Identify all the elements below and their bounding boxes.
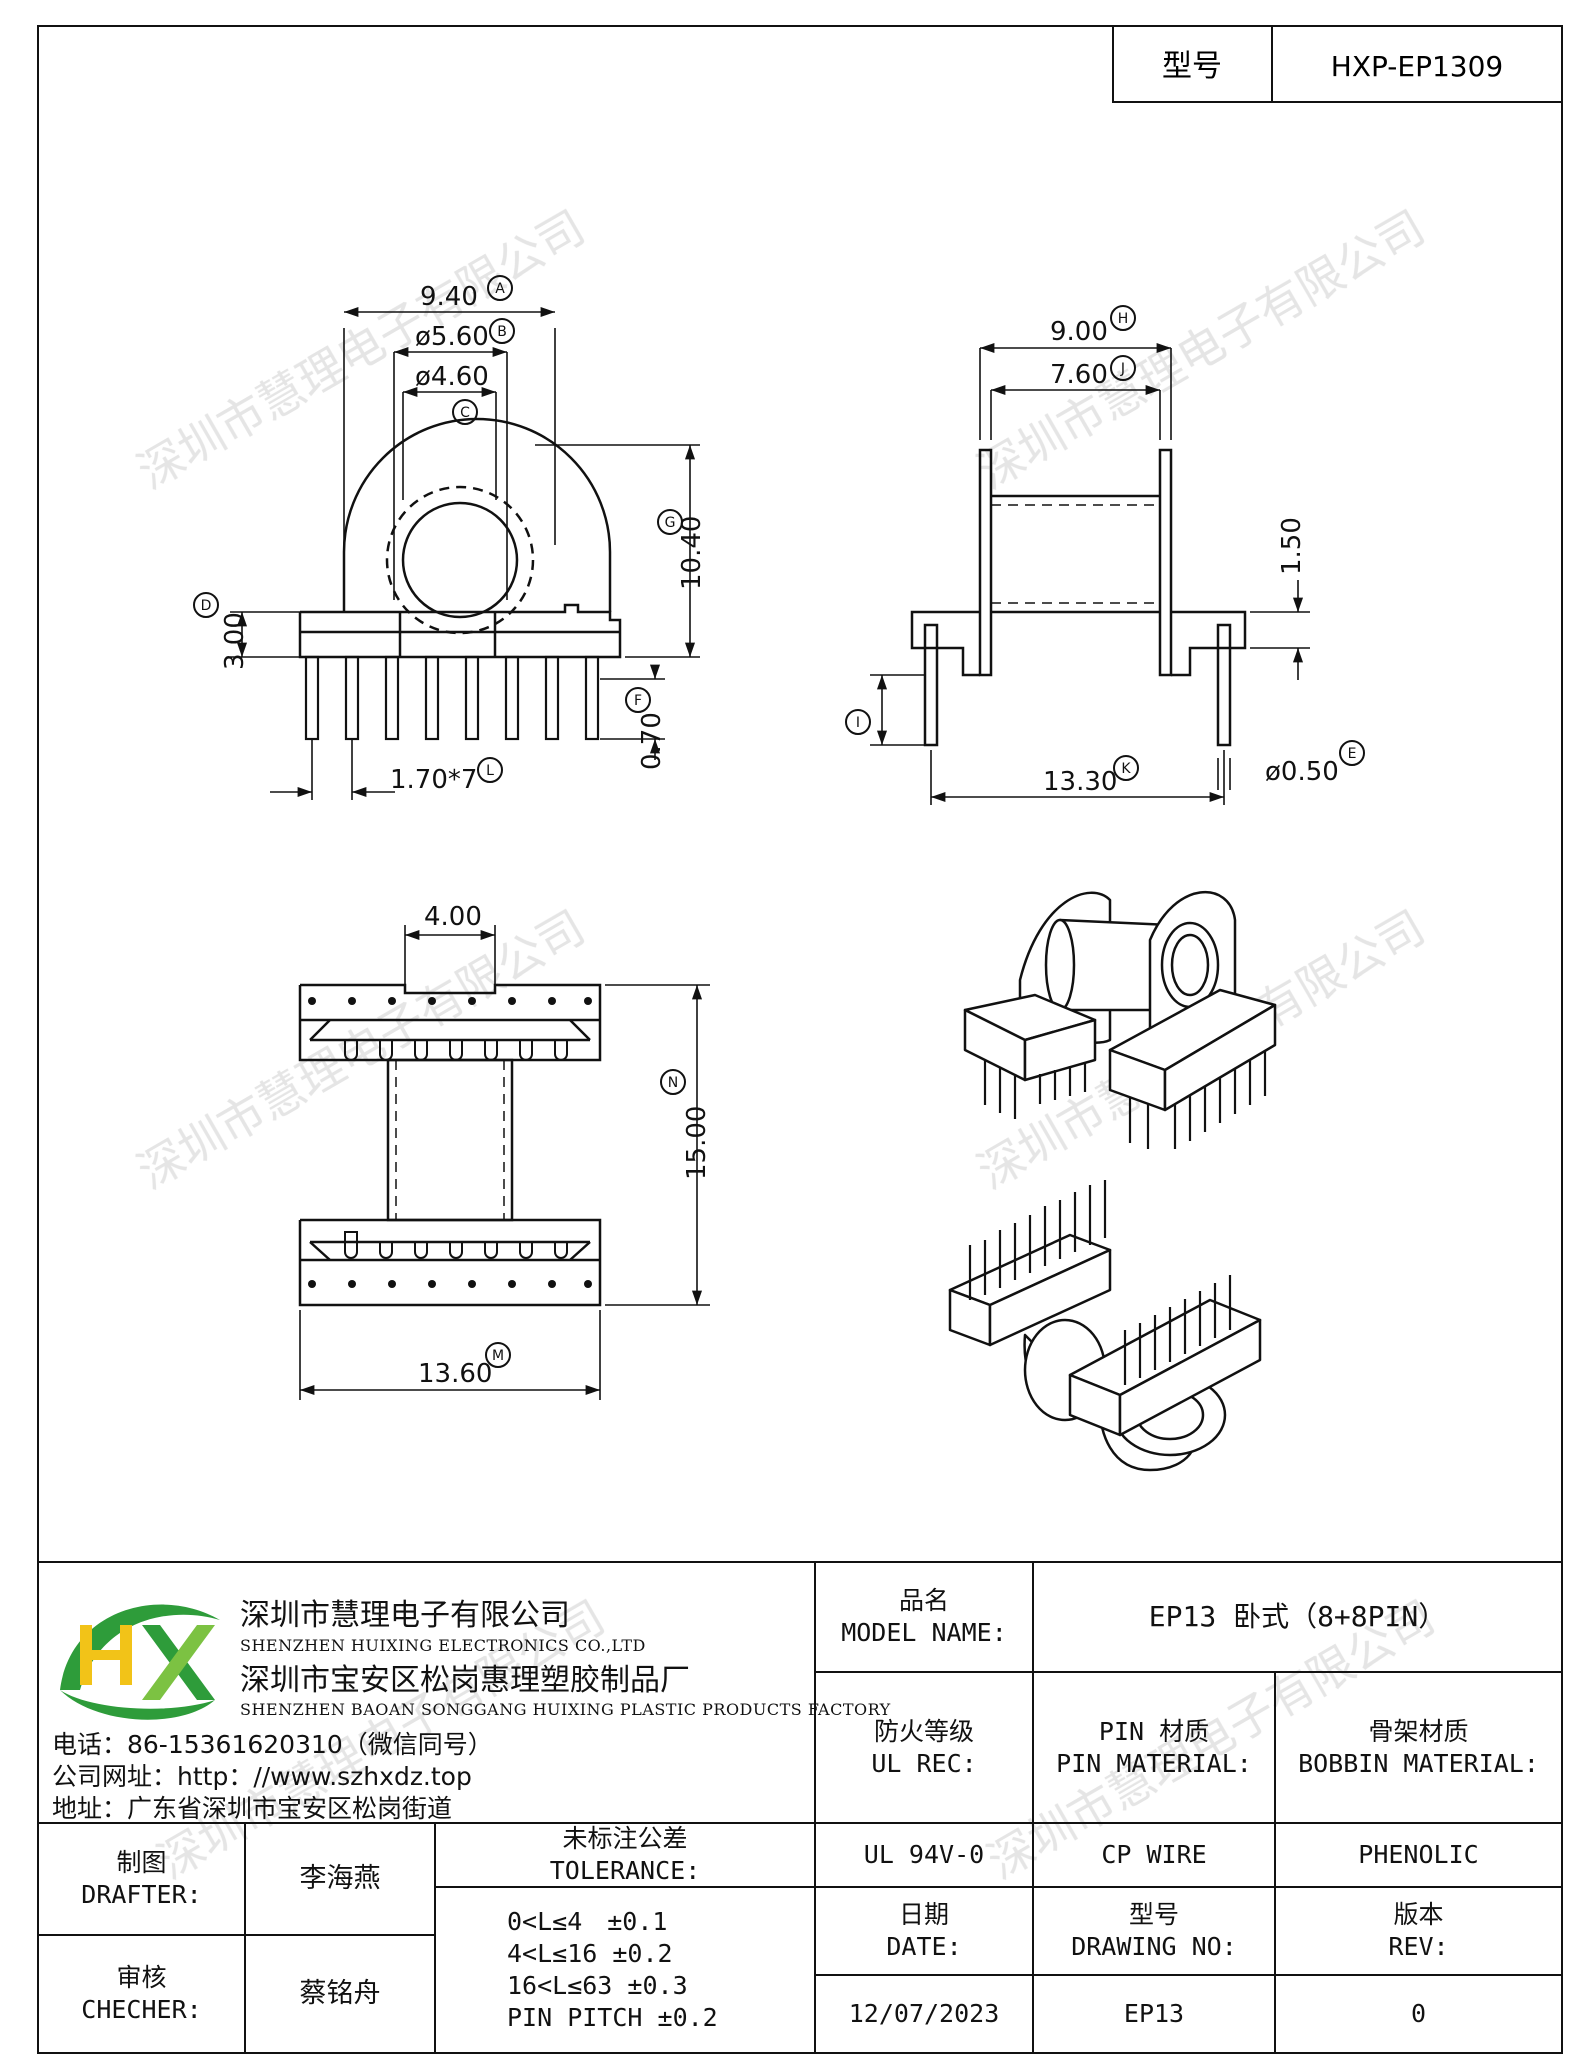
dim-length: 15.00 (682, 1106, 712, 1180)
dim-pin-dia: ø0.50 (1265, 757, 1339, 787)
drafter-name: 李海燕 (299, 1863, 381, 1894)
front-view-marks (193, 275, 683, 783)
front-view-mark-letters: A B C G F D L (201, 281, 676, 779)
dim-height: 10.40 (677, 516, 707, 590)
dim-flange-h: 1.50 (1277, 517, 1307, 575)
header-model-label: 型号 (1162, 49, 1222, 84)
top-view (298, 925, 710, 1400)
svg-text:J: J (1120, 361, 1125, 377)
dim-span: 13.30 (1043, 767, 1117, 797)
front-view-labels: 9.40 ø5.60 ø4.60 3.00 10.40 0.70 1.70*7 (220, 282, 707, 795)
svg-text:F: F (634, 693, 642, 709)
svg-text:C: C (460, 405, 470, 421)
tolerance-line: 0<L≤4 ±0.1 (507, 1907, 668, 1936)
sheet-border (37, 25, 1563, 2054)
svg-text:L: L (486, 763, 494, 779)
dim-pitch: 1.70*7 (390, 765, 477, 795)
company-address: 地址：广东省深圳市宝安区松岗街道 (52, 1794, 453, 1823)
svg-text:N: N (668, 1075, 678, 1091)
svg-text:E: E (1348, 746, 1357, 762)
company-phone: 电话：86-15361620310（微信同号） (52, 1730, 493, 1759)
top-view-mark-letters: N M (492, 1075, 678, 1364)
svg-text:M: M (492, 1348, 504, 1364)
model-name-value: EP13 卧式（8+8PIN） (1148, 1600, 1447, 1633)
svg-text:G: G (665, 515, 676, 531)
side-view (870, 342, 1310, 805)
drawing-no-value: EP13 (1123, 1999, 1185, 2028)
company-logo (60, 1604, 220, 1720)
tolerance-line: 16<L≤63 ±0.3 (507, 1971, 688, 2000)
dim-inner-dia: ø4.60 (415, 362, 489, 392)
top-view-marks (485, 1069, 686, 1368)
watermark-text: 深圳市慧理电子有限公司 (129, 200, 594, 500)
side-view-labels: 9.00 7.60 1.50 13.30 ø0.50 (1043, 317, 1339, 797)
bobbin-material-value: PHENOLIC (1358, 1840, 1479, 1869)
tolerance-line: 4<L≤16 ±0.2 (507, 1939, 673, 1968)
svg-text:B: B (497, 324, 507, 340)
tolerance-table: 0<L≤4 ±0.1 4<L≤16 ±0.2 16<L≤63 ±0.3 PIN … (435, 1887, 815, 2053)
front-view (230, 306, 700, 800)
company-website: 公司网址：http：//www.szhxdz.top (52, 1762, 472, 1791)
checker-name: 蔡铭舟 (299, 1978, 381, 2009)
dim-outer-dia: ø5.60 (415, 322, 489, 352)
dim-outer: 9.00 (1050, 317, 1108, 347)
factory-name-en: SHENZHEN BAOAN SONGGANG HUIXING PLASTIC … (240, 1700, 891, 1719)
watermark-text: 深圳市慧理电子有限公司 (969, 200, 1434, 500)
svg-text:I: I (856, 715, 860, 731)
rev-value: 0 (1410, 1999, 1427, 2028)
header-model-value: HXP-EP1309 (1331, 50, 1503, 83)
dim-pin-length: 0.70 (637, 712, 667, 770)
dim-core: 4.00 (424, 902, 482, 932)
tolerance-line: PIN PITCH ±0.2 (507, 2003, 718, 2032)
dim-bottom-width: 13.60 (418, 1359, 492, 1389)
side-view-mark-letters: H J K E I (856, 311, 1357, 777)
header-model-box: 型号 HXP-EP1309 (1112, 25, 1563, 103)
date-value: 12/07/2023 (848, 1999, 1000, 2028)
svg-text:A: A (495, 281, 505, 297)
factory-name-cn: 深圳市宝安区松岗惠理塑胶制品厂 (240, 1663, 690, 1698)
dim-width: 9.40 (420, 282, 478, 312)
watermark-text: 深圳市慧理电子有限公司 (129, 900, 594, 1200)
company-name-cn: 深圳市慧理电子有限公司 (240, 1598, 570, 1633)
svg-text:H: H (1118, 311, 1129, 327)
pin-material-value: CP WIRE (1101, 1840, 1207, 1869)
ul-rec-value: UL 94V-0 (863, 1840, 985, 1869)
top-view-labels: 4.00 15.00 13.60 (418, 902, 712, 1389)
dim-flange: 3.00 (220, 612, 250, 670)
company-name-en: SHENZHEN HUIXING ELECTRONICS CO.,LTD (240, 1636, 646, 1655)
side-view-marks (845, 305, 1365, 781)
dim-inner: 7.60 (1050, 360, 1108, 390)
svg-text:D: D (201, 598, 212, 614)
isometric-view-bottom (948, 1180, 1262, 1472)
svg-text:K: K (1121, 761, 1131, 777)
title-block-grid (38, 1561, 1562, 2053)
isometric-view-top (963, 890, 1277, 1149)
